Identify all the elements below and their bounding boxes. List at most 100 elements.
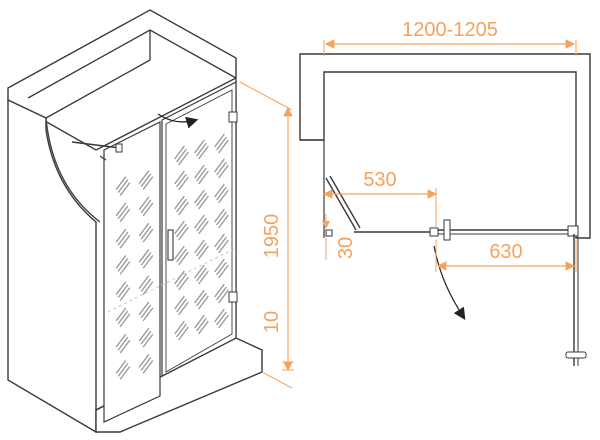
glass-hatch-stroke [140, 278, 152, 292]
height-dimension: 1950 [239, 81, 293, 389]
glass-hatch-stroke [178, 151, 189, 166]
glass-hatch-stroke [138, 354, 150, 368]
glass-hatch-stroke [194, 289, 205, 304]
glass-hatch-stroke [176, 198, 187, 213]
glass-hatch-stroke [117, 231, 129, 246]
hinge-bottom [228, 291, 238, 303]
glass-hatch-stroke [140, 225, 152, 240]
glass-hatch-stroke [119, 208, 131, 223]
glass-hatch-stroke [174, 270, 185, 285]
glass-hatch-stroke [117, 179, 129, 193]
glass-hatch-stroke [142, 176, 154, 190]
glass-hatch-stroke [174, 245, 185, 260]
glass-hatch-stroke [218, 189, 229, 204]
glass-hatch-stroke [216, 261, 227, 276]
glass-hatch-stroke [142, 333, 154, 348]
glass-hatch-stroke [138, 222, 150, 237]
glass-hatch-stroke [140, 199, 152, 214]
glass-hatch-stroke [115, 176, 127, 190]
glass-hatch-stroke [176, 223, 187, 238]
glass-hatch-stroke [196, 192, 207, 207]
glass-hatch-stroke [198, 295, 209, 310]
glass-hatch-stroke [194, 239, 205, 254]
glass-hatch-stroke [178, 226, 189, 241]
glass-hatch-stroke [138, 196, 150, 211]
plan-view: 1200-1205 530 630 30 [299, 19, 591, 366]
glass-hatch-stroke [176, 298, 187, 313]
glass-hatch-stroke [178, 326, 189, 341]
glass-hatch-stroke [119, 234, 131, 249]
glass-hatch-stroke [117, 258, 129, 272]
glass-hatch-stroke [214, 233, 225, 248]
glass-hatch-stroke [214, 183, 225, 198]
glass-hatch-stroke [196, 267, 207, 282]
hinge-top [228, 111, 238, 123]
glass-hatch-stroke [198, 320, 209, 335]
glass-hatch-stroke [216, 161, 227, 176]
glass-hatch-stroke [214, 308, 225, 323]
stabilizer-bar [71, 141, 121, 149]
glass-hatch-stroke [115, 228, 127, 243]
glass-hatch-stroke [198, 245, 209, 260]
glass-hatch-stroke [214, 258, 225, 273]
glass-hatch-stroke [196, 292, 207, 307]
glass-hatch-stroke [218, 264, 229, 279]
glass-hatch-stroke [138, 275, 150, 289]
glass-hatch-stroke [115, 281, 127, 295]
glass-hatch-stroke [178, 301, 189, 316]
glass-hatch-stroke [216, 311, 227, 326]
wall-left-front [7, 98, 97, 434]
wall-niche-curve [45, 117, 101, 223]
glass-hatch-stroke [117, 363, 129, 377]
glass-hatch-stroke [142, 202, 154, 217]
door-swing-arrow [157, 113, 199, 129]
glass-hatch-stroke [176, 323, 187, 338]
glass-hatch-stroke [176, 273, 187, 288]
glass-hatch-stroke [178, 276, 189, 291]
glass-hatch-stroke [138, 249, 150, 263]
glass-hatch-stroke [142, 281, 154, 295]
glass-hatch-stroke [196, 217, 207, 232]
glass-hatch-stroke [198, 145, 209, 160]
glass-hatch-stroke [119, 339, 131, 354]
glass-hatch-stroke [119, 261, 131, 275]
glass-hatch-stroke [176, 148, 187, 163]
glass-hatch-stroke [194, 264, 205, 279]
glass-hatch-stroke [196, 167, 207, 182]
glass-hatch-stroke [216, 136, 227, 151]
glass-hatch-stroke [216, 211, 227, 226]
glass-hatch-stroke [138, 327, 150, 342]
glass-hatch-stroke [218, 289, 229, 304]
glass-hatch-stroke [115, 202, 127, 217]
glass-hatch-stroke [140, 330, 152, 345]
glass-hatch-stroke [119, 313, 131, 328]
glass-hatch-stroke [216, 236, 227, 251]
glass-hatch-stroke [218, 164, 229, 179]
height-label: 1950 [261, 214, 283, 259]
glass-hatch-stroke [214, 283, 225, 298]
glass-hatch-stroke [174, 195, 185, 210]
door-handle [167, 229, 174, 261]
glass-hatch-stroke [115, 307, 127, 322]
glass-hatch-stroke [196, 242, 207, 257]
door-glass-panel [161, 81, 237, 377]
plan-wall [299, 53, 591, 239]
glass-hatch-stroke [178, 201, 189, 216]
glass-hatch-stroke [119, 287, 131, 301]
glass-hatch-stroke [138, 301, 150, 316]
glass-hatch-stroke [176, 173, 187, 188]
glass-hatch-stroke [214, 208, 225, 223]
glass-hatch-stroke [194, 189, 205, 204]
glass-hatch-stroke [198, 270, 209, 285]
glass-texture [115, 133, 229, 380]
glass-hatch-stroke [115, 333, 127, 348]
glass-hatch-stroke [174, 145, 185, 160]
glass-hatch-stroke [140, 304, 152, 319]
fixed-width-label: 530 [363, 169, 396, 191]
glass-hatch-stroke [216, 186, 227, 201]
glass-hatch-stroke [117, 336, 129, 351]
glass-hatch-stroke [119, 366, 131, 380]
glass-hatch-stroke [218, 139, 229, 154]
glass-hatch-stroke [142, 255, 154, 269]
glass-hatch-stroke [117, 205, 129, 220]
